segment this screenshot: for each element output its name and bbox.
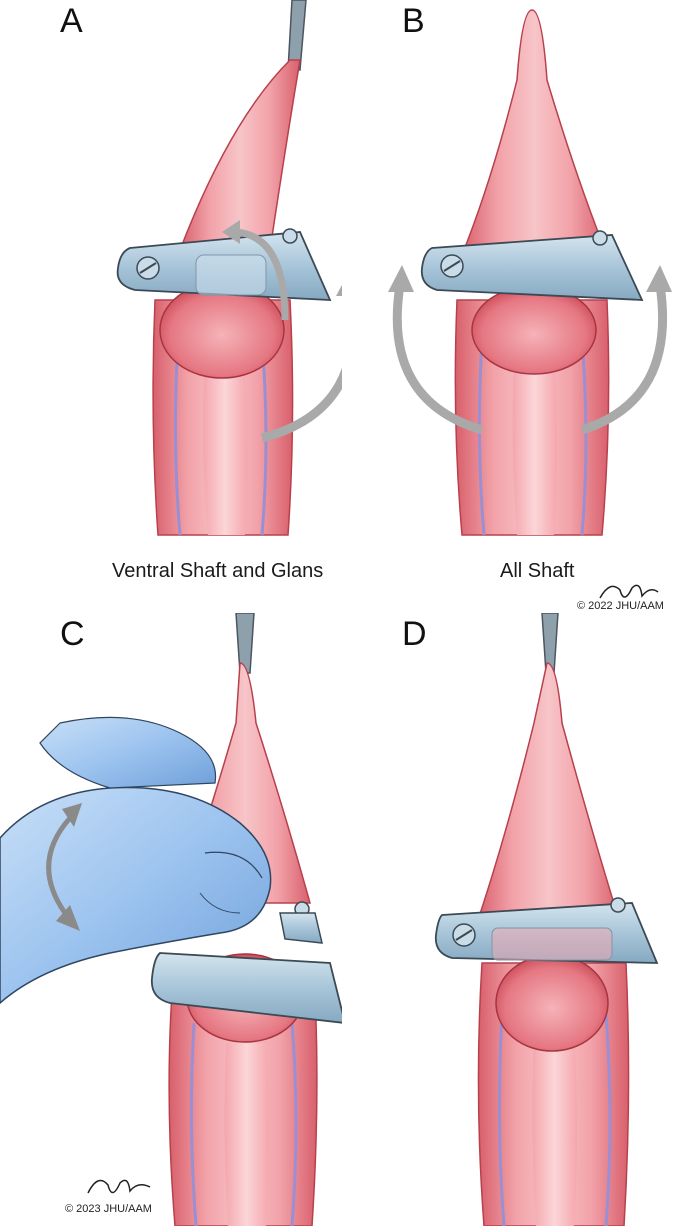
panel-d: D — [342, 613, 684, 1226]
vessel-right — [290, 1022, 298, 1226]
vessel-left — [477, 339, 486, 536]
curved-arrow-icon — [46, 816, 72, 915]
glans — [495, 954, 609, 1052]
forceps-icon — [287, 0, 307, 71]
panel-a-illustration — [116, 0, 342, 536]
panel-a: A Ventral Shaft and Glans — [0, 0, 342, 613]
panel-letter: D — [402, 615, 427, 653]
curved-arrow-icon — [260, 367, 342, 443]
curved-arrow-icon — [580, 284, 668, 435]
curved-arrow-head — [56, 905, 80, 931]
copyright: © 2023 JHU/AAM — [65, 1203, 152, 1215]
vessel-right — [580, 339, 588, 536]
curved-arrow-head — [336, 284, 342, 296]
urethra — [224, 1043, 269, 1226]
urethra — [532, 1033, 577, 1226]
panel-b: B All Shaft © 2022 JHU/AAM — [342, 0, 684, 613]
curved-arrow-icon — [234, 228, 289, 321]
curved-arrow-head — [388, 265, 414, 292]
signature-mark — [599, 584, 659, 599]
panel-c-illustration — [0, 613, 342, 1226]
panel-c: C © 2023 JHU/AAM — [0, 613, 342, 1226]
panel-b-illustration — [388, 9, 672, 599]
glans — [471, 285, 597, 375]
finger-icon — [0, 716, 272, 1004]
panel-letter: A — [60, 2, 83, 40]
vessel-left — [497, 1012, 506, 1226]
curved-arrow-head — [62, 803, 82, 827]
curved-arrow-head — [222, 220, 240, 244]
panel-letter: B — [402, 2, 425, 40]
forceps-icon — [235, 613, 255, 674]
urethra — [203, 360, 248, 535]
urethra — [512, 360, 557, 535]
signature-mark — [87, 1179, 151, 1194]
vessel-left — [189, 1022, 198, 1226]
clamp-icon — [420, 230, 644, 301]
clamp-icon — [150, 901, 342, 1024]
clamp-icon — [434, 897, 659, 964]
panel-caption: All Shaft — [500, 560, 575, 582]
panel-caption: Ventral Shaft and Glans — [112, 560, 324, 582]
curved-arrow-head — [646, 265, 672, 292]
stretched-tissue — [460, 9, 609, 256]
panel-d-illustration — [434, 613, 659, 1226]
clamp-icon — [116, 228, 332, 301]
curved-arrow-icon — [392, 284, 484, 435]
copyright: © 2022 JHU/AAM — [577, 600, 664, 612]
stretched-tissue — [475, 662, 622, 924]
panel-letter: C — [60, 615, 85, 653]
vessel-right — [604, 1012, 612, 1226]
